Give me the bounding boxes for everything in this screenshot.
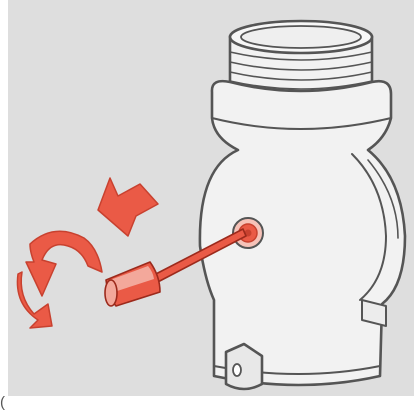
- tool-handle-end: [105, 280, 117, 306]
- housing-body: [200, 81, 405, 385]
- housing-inner-rim: [241, 26, 361, 48]
- illustration-svg: [8, 0, 414, 396]
- bottom-clip-hole: [233, 364, 241, 376]
- illustration-panel: [8, 0, 414, 396]
- edge-mark: (: [0, 392, 8, 414]
